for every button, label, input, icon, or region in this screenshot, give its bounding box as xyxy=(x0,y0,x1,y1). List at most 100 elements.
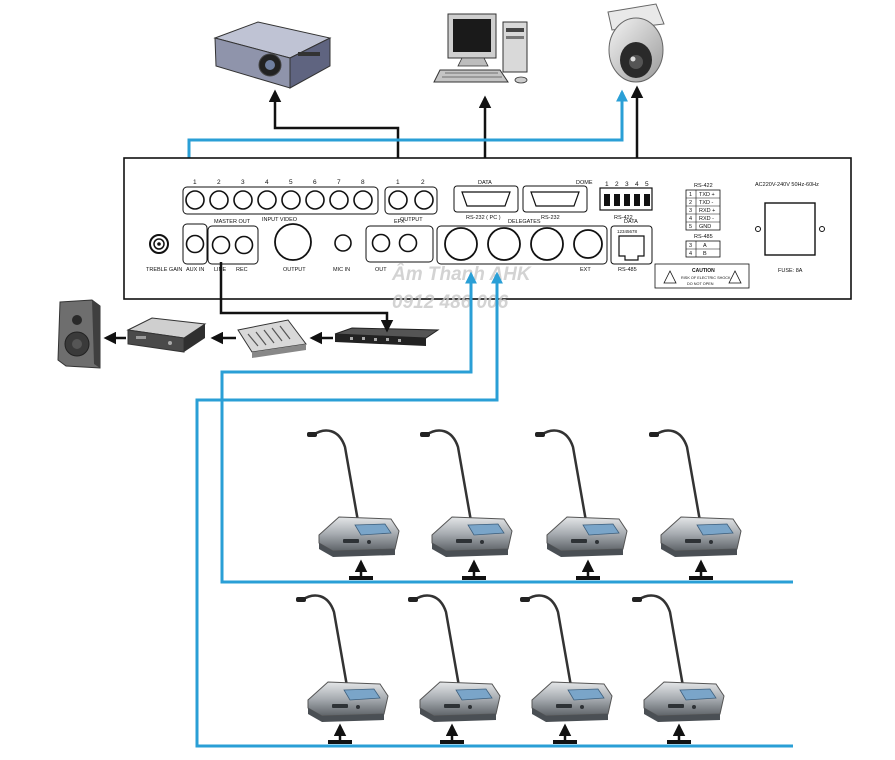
dome-terminal-numbers: 1 2 3 4 5 xyxy=(605,181,649,188)
video-input-jack[interactable] xyxy=(281,190,301,210)
input-video-jacks xyxy=(185,190,373,210)
input-video-group xyxy=(182,186,379,215)
drop-connector xyxy=(328,723,691,744)
input-video-number: 3 xyxy=(241,179,245,186)
efx-out-jack[interactable] xyxy=(371,233,391,253)
mixer-icon xyxy=(237,319,307,358)
rs232-dome-port[interactable] xyxy=(530,191,580,207)
fuse-label: FUSE: 8A xyxy=(778,268,803,274)
conference-microphone-icon xyxy=(418,429,514,559)
ext-port[interactable] xyxy=(573,229,603,259)
output-main-label: OUTPUT xyxy=(283,267,306,273)
speaker-icon xyxy=(57,299,101,369)
conference-microphone-icon xyxy=(305,429,401,559)
dome-number: 4 xyxy=(635,181,639,188)
rs422-pin: 3 xyxy=(689,208,692,214)
video-output-jack[interactable] xyxy=(414,190,434,210)
output-number: 2 xyxy=(421,179,425,186)
conference-microphone-icon xyxy=(533,429,629,559)
computer-icon xyxy=(433,13,528,84)
video-output-jack[interactable] xyxy=(388,190,408,210)
input-video-number: 2 xyxy=(217,179,221,186)
rs422-signal: GND xyxy=(699,224,711,230)
delegate-port[interactable] xyxy=(487,227,521,261)
data2-pins: 12345678 xyxy=(617,229,638,234)
ext-label: EXT xyxy=(580,267,591,273)
input-video-number: 6 xyxy=(313,179,317,186)
delegate-port[interactable] xyxy=(444,227,478,261)
line-out-to-eq-cable xyxy=(219,262,394,333)
input-video-number: 5 xyxy=(289,179,293,186)
input-video-number: 7 xyxy=(337,179,341,186)
conference-microphone-icon xyxy=(294,594,390,724)
rs485-signal: A xyxy=(703,243,707,249)
dome-number: 2 xyxy=(615,181,619,188)
caution-label-box: CAUTION RISK OF ELECTRIC SHOCK DO NOT OP… xyxy=(654,263,750,289)
rs232-pc-port[interactable] xyxy=(461,191,511,207)
exclamation-warning-icon xyxy=(728,270,742,284)
output-video-group xyxy=(384,186,438,215)
aux-in-label: AUX IN xyxy=(186,267,204,273)
rs485-pin: 4 xyxy=(689,251,692,257)
efx-label: EFX xyxy=(394,219,405,225)
aux-in-jack[interactable] xyxy=(185,234,205,254)
video-input-jack[interactable] xyxy=(329,190,349,210)
master-out-label: MASTER OUT xyxy=(214,219,251,225)
input-video-number: 4 xyxy=(265,179,269,186)
caution-line2: DO NOT OPEN xyxy=(687,282,714,286)
conference-microphone-icon xyxy=(518,594,614,724)
rs422-pin: 4 xyxy=(689,216,692,222)
rs485-table-title: RS-485 xyxy=(694,234,713,240)
dome-camera-icon xyxy=(607,3,665,83)
power-socket[interactable] xyxy=(764,202,816,256)
rs422-signal: TXD + xyxy=(699,192,715,198)
projector-icon xyxy=(213,21,332,89)
dome-number: 1 xyxy=(605,181,609,188)
main-output-jack[interactable] xyxy=(274,223,312,261)
dome-label: DOME xyxy=(576,180,593,186)
caution-line1: RISK OF ELECTRIC SHOCK xyxy=(681,276,731,280)
rs422-label: RS-422 xyxy=(614,215,633,221)
video-input-jack[interactable] xyxy=(185,190,205,210)
video-input-jack[interactable] xyxy=(233,190,253,210)
input-video-numbers: 1 2 3 4 5 6 7 8 xyxy=(193,179,365,186)
rs485-port[interactable] xyxy=(618,235,645,261)
conference-microphone-icon xyxy=(630,594,726,724)
delegate-port[interactable] xyxy=(530,227,564,261)
rs485-signal: B xyxy=(703,251,707,257)
dome-number: 5 xyxy=(645,181,649,188)
mic-in-jack[interactable] xyxy=(334,234,352,252)
master-out-rec-jack[interactable] xyxy=(234,235,254,255)
equalizer-icon xyxy=(334,327,440,346)
watermark-line2: 0912 486 006 xyxy=(392,292,509,313)
master-out-line-jack[interactable] xyxy=(211,235,231,255)
video-input-jack[interactable] xyxy=(257,190,277,210)
rs422-signal: RXD - xyxy=(699,216,714,222)
rs-pinout-table: RS-422 1 TXD + 2 TXD - 3 RXD + 4 RXD - 5… xyxy=(685,183,721,258)
delegate-bus-lower xyxy=(195,271,793,748)
delegate-bus-upper xyxy=(220,271,793,584)
treble-gain-knob[interactable] xyxy=(149,234,169,254)
treble-gain-label: TREBLE GAIN xyxy=(146,267,182,273)
input-video-number: 1 xyxy=(193,179,197,186)
rs422-pin: 5 xyxy=(689,224,692,230)
video-input-jack[interactable] xyxy=(305,190,325,210)
conference-microphone-icon xyxy=(647,429,743,559)
rs422-table-title: RS-422 xyxy=(694,183,713,189)
mic-in-label: MIC IN xyxy=(333,267,350,273)
caution-title: CAUTION xyxy=(692,268,715,274)
amplifier-icon xyxy=(126,317,207,353)
conference-microphone-icon xyxy=(406,594,502,724)
video-input-jack[interactable] xyxy=(209,190,229,210)
rs232-pc-label: RS-232 ( PC ) xyxy=(466,215,501,221)
rs422-pin: 2 xyxy=(689,200,692,206)
control-unit-rear-panel: 1 2 3 4 5 6 7 8 INPUT VIDEO 1 2 OUTPUT D xyxy=(123,157,852,300)
rs422-terminal-block[interactable] xyxy=(599,187,653,211)
video-input-jack[interactable] xyxy=(353,190,373,210)
data-label: DATA xyxy=(478,180,492,186)
output-video-label: OUTPUT xyxy=(400,217,423,223)
lightning-warning-icon xyxy=(663,270,677,284)
delegates-label: DELEGATES xyxy=(508,219,541,225)
efx-in-jack[interactable] xyxy=(398,233,418,253)
